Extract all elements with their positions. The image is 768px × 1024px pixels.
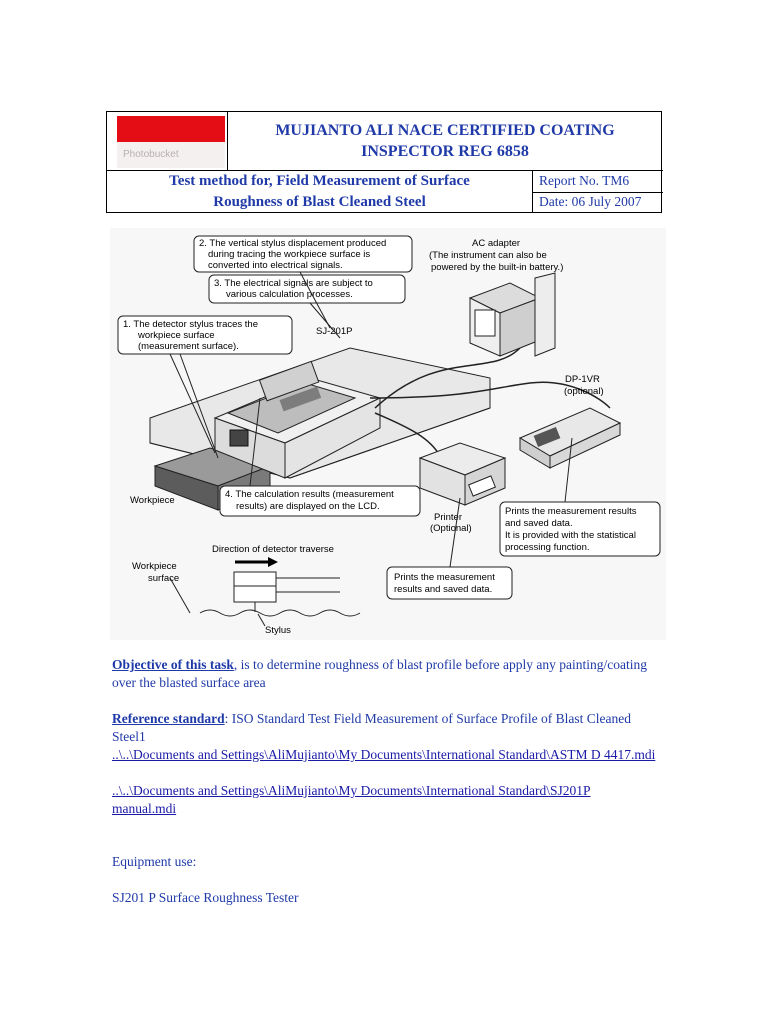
logo-watermark: Photobucket bbox=[123, 149, 179, 160]
dp1vr-label: DP-1VR bbox=[565, 374, 600, 385]
divider bbox=[532, 170, 533, 213]
callout-1-line-3: (measurement surface). bbox=[138, 341, 239, 352]
workpiece-surface-line-1: Workpiece bbox=[132, 561, 177, 572]
callout-3-line-1: 3. The electrical signals are subject to bbox=[214, 278, 373, 289]
callout-dp-line-4: processing function. bbox=[505, 542, 590, 553]
direction-label: Direction of detector traverse bbox=[212, 544, 334, 555]
callout-printer-line-1: Prints the measurement bbox=[394, 572, 495, 583]
subtitle-line-1: Test method for, Field Measurement of Su… bbox=[169, 173, 470, 189]
test-method-title: Test method for, Field Measurement of Su… bbox=[107, 171, 532, 213]
reference-paragraph: Reference standard: ISO Standard Test Fi… bbox=[112, 710, 657, 746]
callout-2-line-3: converted into electrical signals. bbox=[208, 260, 343, 271]
printer-optional-label: (Optional) bbox=[430, 523, 472, 534]
printer-label: Printer bbox=[434, 512, 462, 523]
reference-label: Reference standard bbox=[112, 711, 225, 726]
callout-dp-line-3: It is provided with the statistical bbox=[505, 530, 636, 541]
objective-text: , is to determine roughness of blast pro… bbox=[112, 657, 648, 690]
astm-d4417-link[interactable]: ..\..\Documents and Settings\AliMujianto… bbox=[112, 747, 656, 762]
stylus-label: Stylus bbox=[265, 625, 291, 636]
sj201p-setup-diagram: 2. The vertical stylus displacement prod… bbox=[110, 228, 666, 640]
equipment-heading: Equipment use: bbox=[112, 854, 197, 869]
workpiece-label: Workpiece bbox=[130, 495, 175, 506]
link-sj201p-paragraph: ..\..\Documents and Settings\AliMujianto… bbox=[112, 782, 657, 818]
ac-adapter-line-1: AC adapter bbox=[472, 238, 520, 249]
report-date: Date: 06 July 2007 bbox=[539, 194, 642, 209]
callout-1-line-1: 1. The detector stylus traces the bbox=[123, 319, 258, 330]
ac-adapter-line-2: (The instrument can also be bbox=[429, 250, 547, 261]
callout-1-line-2: workpiece surface bbox=[137, 330, 215, 341]
title-line-2: INSPECTOR REG 6858 bbox=[361, 143, 529, 160]
logo-white-band bbox=[117, 142, 225, 168]
callout-dp-line-1: Prints the measurement results bbox=[505, 506, 637, 517]
dp1vr-optional-label: (optional) bbox=[564, 386, 604, 397]
callout-printer-line-2: results and saved data. bbox=[394, 584, 492, 595]
divider bbox=[532, 192, 663, 193]
objective-label: Objective of this task bbox=[112, 657, 234, 672]
callout-2-line-1: 2. The vertical stylus displacement prod… bbox=[199, 238, 386, 249]
callout-dp-line-2: and saved data. bbox=[505, 518, 573, 529]
callout-2-line-2: during tracing the workpiece surface is bbox=[208, 249, 370, 260]
callout-3-line-2: various calculation processes. bbox=[226, 289, 353, 300]
logo: Photobucket bbox=[107, 112, 228, 170]
objective-paragraph: Objective of this task, is to determine … bbox=[112, 656, 657, 692]
report-header-table: Photobucket MUJIANTO ALI NACE CERTIFIED … bbox=[106, 111, 663, 213]
subtitle-line-2: Roughness of Blast Cleaned Steel bbox=[213, 194, 426, 210]
workpiece-surface-line-2: surface bbox=[148, 573, 179, 584]
reference-text: : ISO Standard Test Field Measurement of… bbox=[112, 711, 631, 744]
callout-4-line-2: results) are displayed on the LCD. bbox=[236, 501, 380, 512]
logo-red-band bbox=[117, 116, 225, 142]
title-line-1: MUJIANTO ALI NACE CERTIFIED COATING bbox=[275, 122, 615, 139]
equipment-item: SJ201 P Surface Roughness Tester bbox=[112, 890, 299, 905]
link-astm-paragraph: ..\..\Documents and Settings\AliMujianto… bbox=[112, 746, 657, 764]
sj201p-manual-link[interactable]: ..\..\Documents and Settings\AliMujianto… bbox=[112, 783, 591, 816]
inspector-title: MUJIANTO ALI NACE CERTIFIED COATING INSP… bbox=[227, 112, 663, 170]
report-number: Report No. TM6 bbox=[539, 173, 630, 188]
ac-adapter-line-3: powered by the built-in battery.) bbox=[431, 262, 563, 273]
divider bbox=[107, 170, 663, 171]
callout-4-line-1: 4. The calculation results (measurement bbox=[225, 489, 394, 500]
